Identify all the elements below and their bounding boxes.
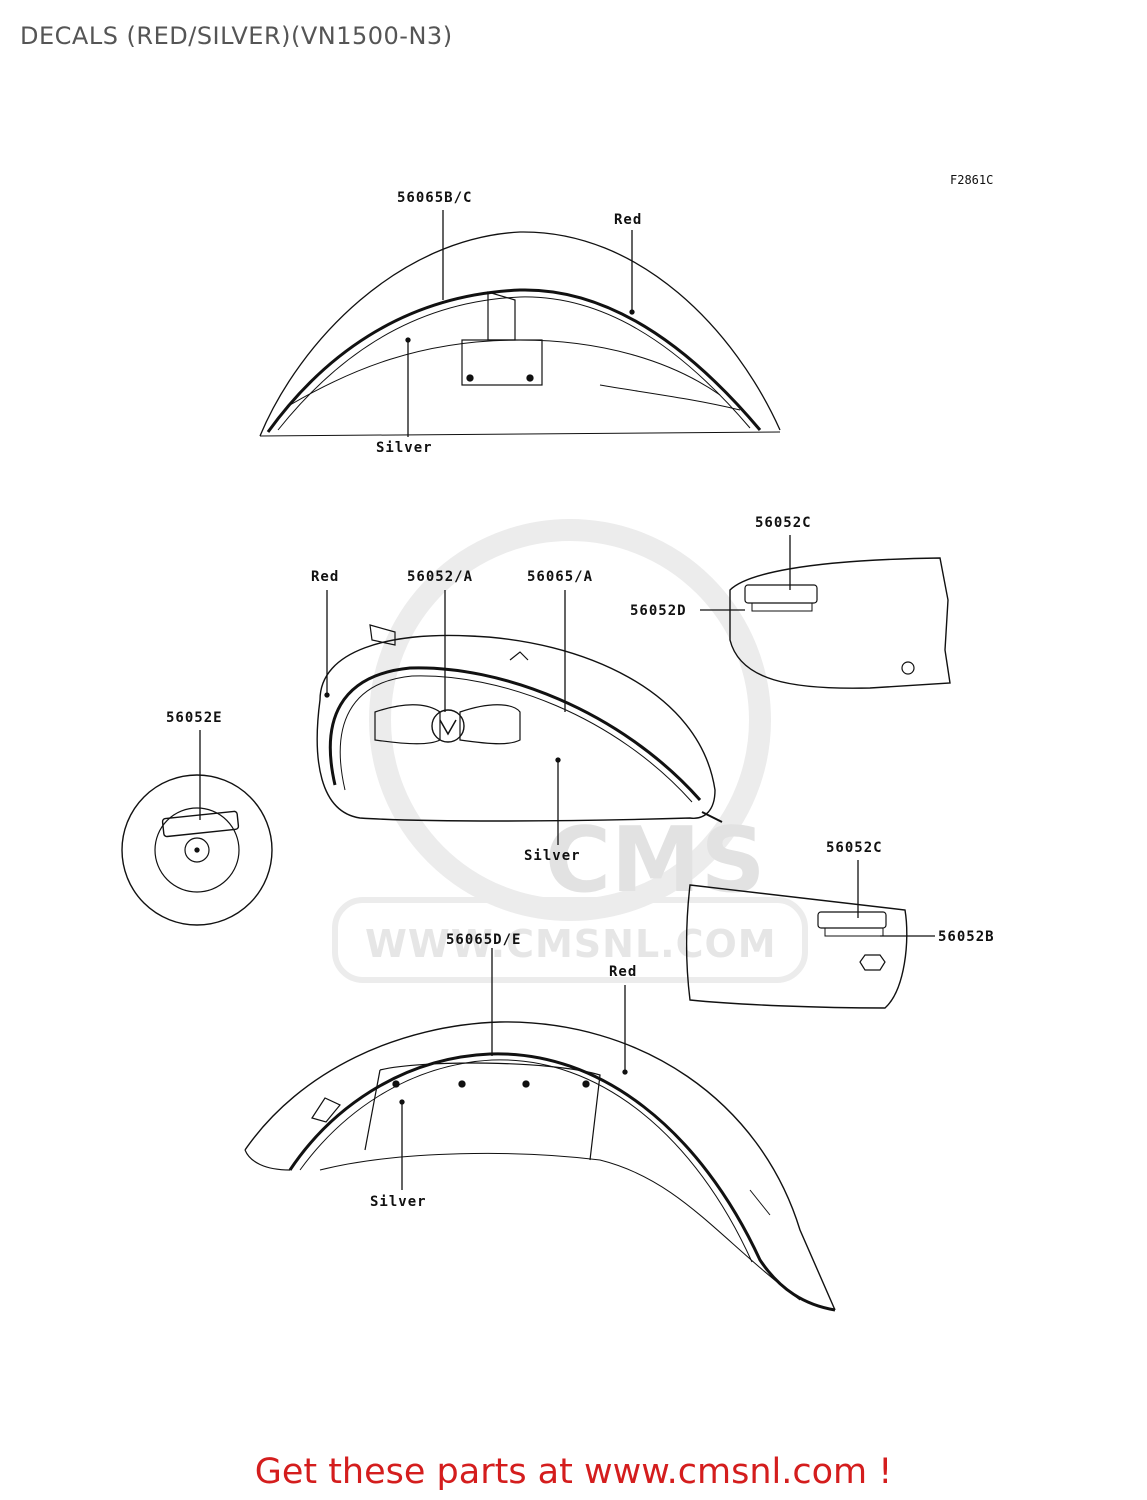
- rear-fender: [244, 1021, 836, 1312]
- footer-banner-link[interactable]: Get these parts at www.cmsnl.com !: [254, 1452, 893, 1492]
- callout-56052c-lower: 56052C: [826, 840, 883, 856]
- callout-56052-a: 56052/A: [407, 569, 474, 585]
- front-fender: [259, 231, 781, 437]
- callout-front-fender-red: Red: [614, 212, 643, 228]
- callout-tank-silver: Silver: [524, 848, 581, 864]
- side-cover-lower: [685, 884, 908, 1009]
- callout-56065d-e: 56065D/E: [446, 932, 522, 948]
- watermark-url: WWW.CMSNL.COM: [365, 922, 777, 966]
- side-cover-upper: [729, 557, 951, 689]
- callout-front-fender-silver: Silver: [376, 440, 433, 456]
- page-title: DECALS (RED/SILVER)(VN1500-N3): [20, 22, 453, 50]
- callout-56052d: 56052D: [630, 603, 687, 619]
- fuel-tank: [316, 624, 723, 823]
- callout-56052c-upper: 56052C: [755, 515, 812, 531]
- callout-tank-red: Red: [311, 569, 340, 585]
- callout-rear-fender-red: Red: [609, 964, 638, 980]
- figure-code: F2861C: [950, 173, 994, 187]
- callout-56052e: 56052E: [166, 710, 223, 726]
- air-cleaner-cover: [121, 774, 273, 926]
- callout-56065b-c: 56065B/C: [397, 190, 473, 206]
- callout-rear-fender-silver: Silver: [370, 1194, 427, 1210]
- callout-56065-a: 56065/A: [527, 569, 594, 585]
- watermark-brand: CMS: [545, 808, 766, 913]
- callout-56052b: 56052B: [938, 929, 995, 945]
